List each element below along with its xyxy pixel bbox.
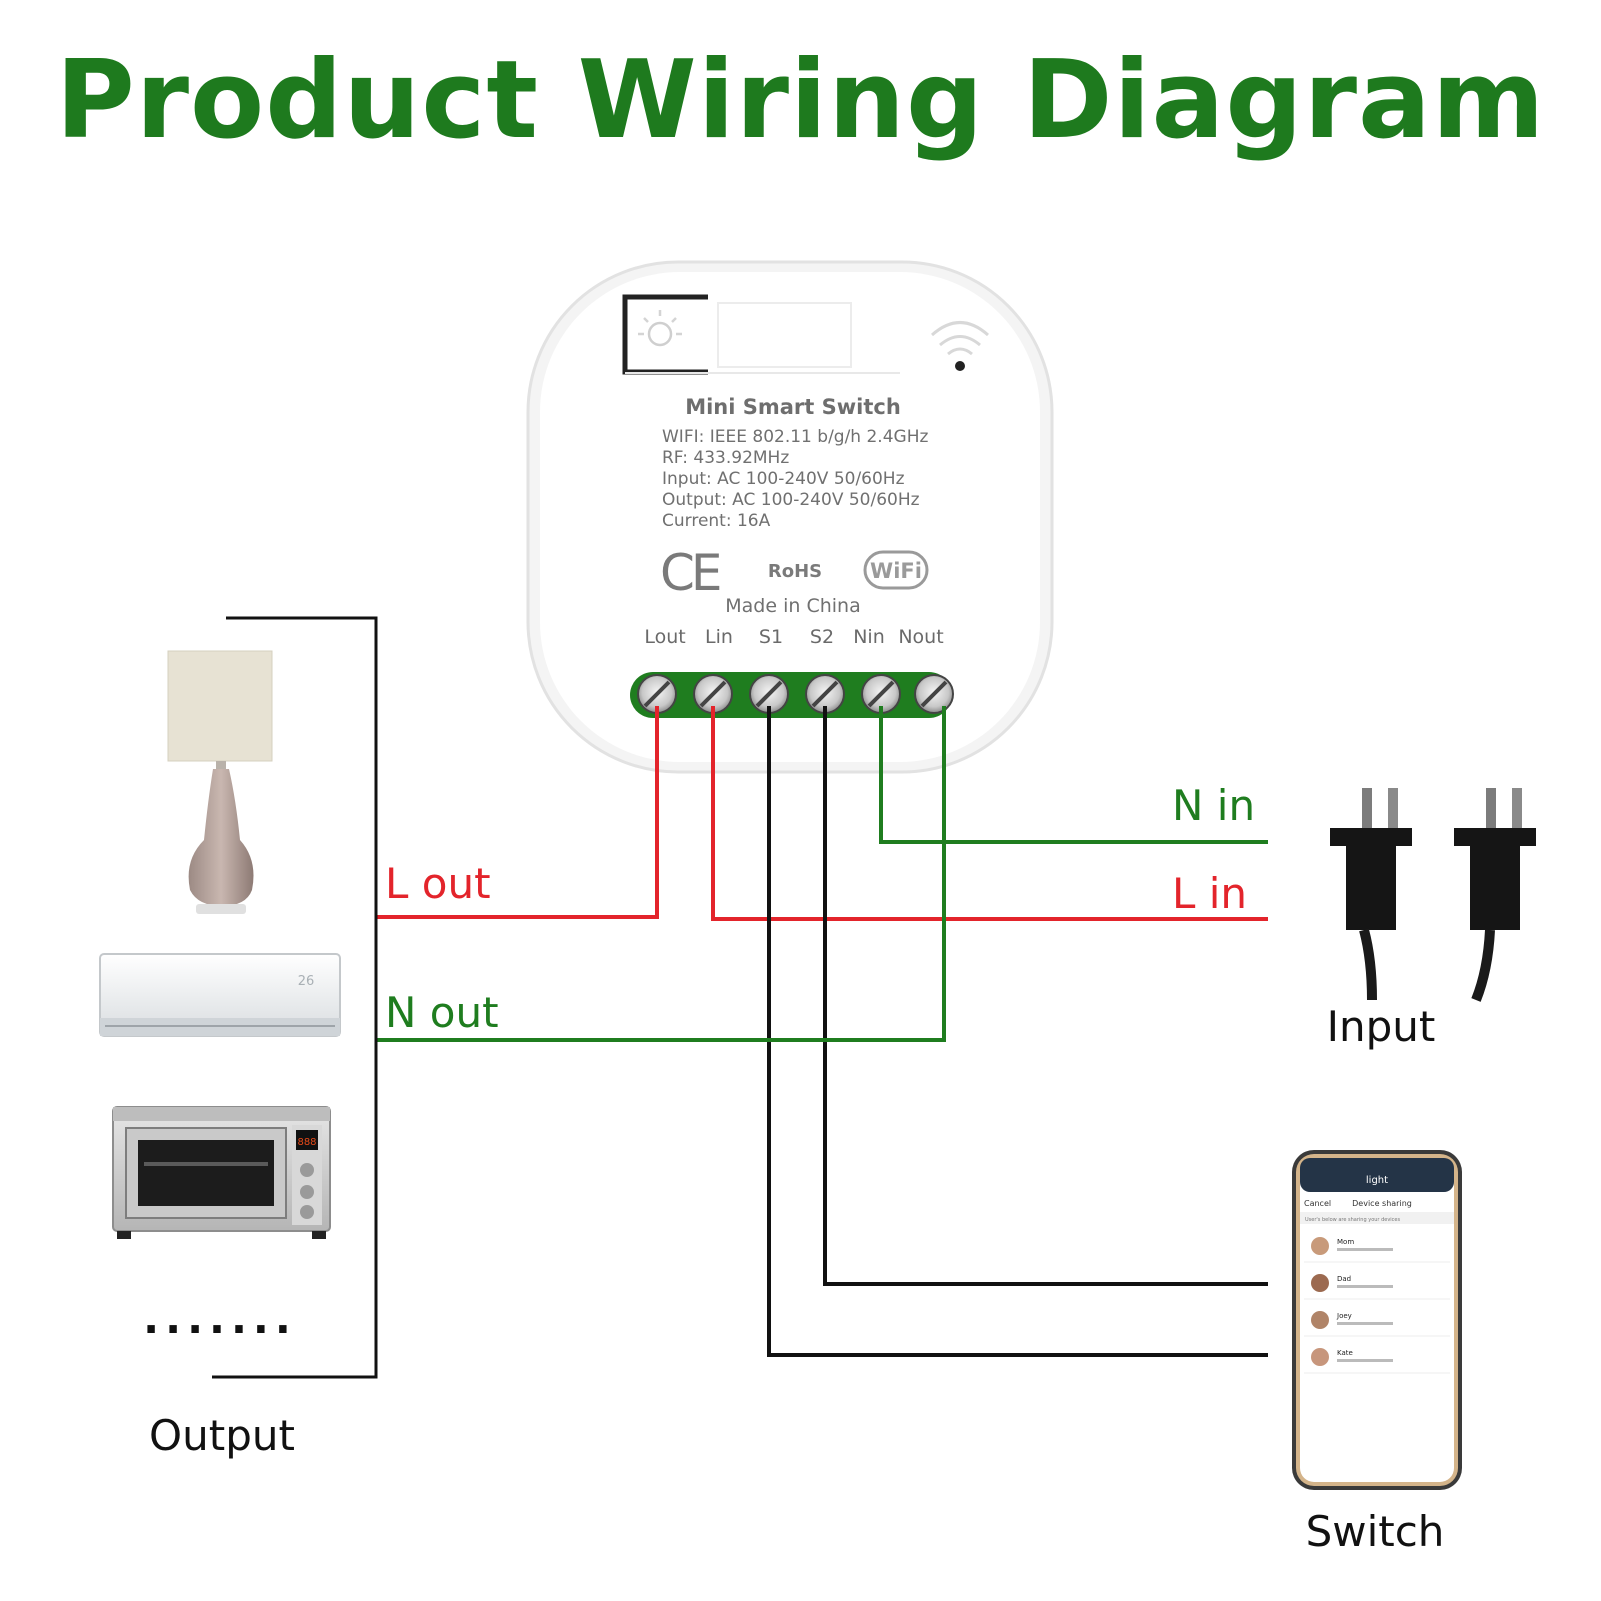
wifi-signal-icon (931, 321, 989, 356)
terminal-label-lout: Lout (644, 626, 685, 648)
phone-header: light (1366, 1175, 1388, 1186)
contact-row: Joey (1304, 1311, 1450, 1337)
terminal-block (630, 672, 952, 718)
label-l-out: L out (385, 859, 491, 908)
device-name: Mini Smart Switch (685, 395, 901, 419)
terminal-screws (637, 674, 954, 714)
wifi-logo-icon: WiFi (863, 550, 929, 590)
wire-l-in (711, 706, 1268, 921)
spec-line: RF: 433.92MHz (662, 448, 789, 468)
terminal-label-lin: Lin (705, 626, 733, 648)
contact-row: Dad (1304, 1274, 1450, 1300)
smart-switch-device: Mini Smart Switch WIFI: IEEE 802.11 b/g/… (526, 260, 1054, 774)
screw-s2 (805, 674, 845, 714)
contact-name: Joey (1336, 1312, 1352, 1320)
label-l-in: L in (1172, 869, 1247, 918)
spec-line: Current: 16A (662, 511, 771, 531)
wire-l-out (377, 706, 659, 919)
contact-row: Kate (1304, 1348, 1450, 1374)
terminal-label-s2: S2 (810, 626, 834, 648)
phone-subtitle: User's below are sharing your devices (1305, 1217, 1400, 1223)
ce-mark: CE (660, 544, 720, 602)
phone-cancel: Cancel (1304, 1199, 1331, 1208)
input-label: Input (1327, 1002, 1436, 1051)
oven-display: 888 (297, 1137, 316, 1148)
switch-label: Switch (1306, 1507, 1445, 1556)
rohs-mark: RoHS (768, 561, 822, 582)
output-label: Output (149, 1411, 295, 1460)
wire-s1 (767, 706, 1268, 1357)
terminal-label-nin: Nin (853, 626, 885, 648)
terminal-label-s1: S1 (759, 626, 783, 648)
plug-icon (1454, 788, 1536, 1002)
page-title: Product Wiring Diagram (55, 38, 1546, 163)
air-conditioner-icon: 26 (99, 953, 341, 1037)
more-appliances-ellipsis: ....... (143, 1294, 297, 1343)
contact-name: Mom (1337, 1238, 1354, 1246)
made-in-label: Made in China (725, 595, 860, 617)
contact-name: Dad (1337, 1275, 1351, 1283)
screw-s1 (749, 674, 789, 714)
button-window (717, 302, 852, 368)
spec-line: Output: AC 100-240V 50/60Hz (662, 490, 920, 510)
wire-n-in (879, 706, 1268, 844)
wire-n-out (377, 706, 946, 1042)
label-n-out: N out (385, 988, 499, 1037)
screw-nout (914, 674, 954, 714)
wire-s2 (823, 706, 1268, 1286)
wifi-logo-text: WiFi (870, 559, 922, 583)
oven-icon: 888 (112, 1106, 331, 1239)
ac-display: 26 (298, 974, 315, 989)
output-bracket (212, 616, 378, 1379)
label-n-in: N in (1172, 781, 1255, 830)
contact-name: Kate (1337, 1349, 1353, 1357)
lamp-icon (167, 650, 273, 914)
phone-screen-title: Device sharing (1352, 1199, 1412, 1208)
smartphone-icon: light Cancel Device sharing User's below… (1292, 1150, 1462, 1490)
terminal-label-nout: Nout (898, 626, 943, 648)
status-led (955, 361, 965, 371)
spec-line: Input: AC 100-240V 50/60Hz (662, 469, 905, 489)
contact-row: Mom (1304, 1237, 1450, 1263)
spec-line: WIFI: IEEE 802.11 b/g/h 2.4GHz (662, 427, 928, 447)
plug-icon (1330, 788, 1412, 1001)
